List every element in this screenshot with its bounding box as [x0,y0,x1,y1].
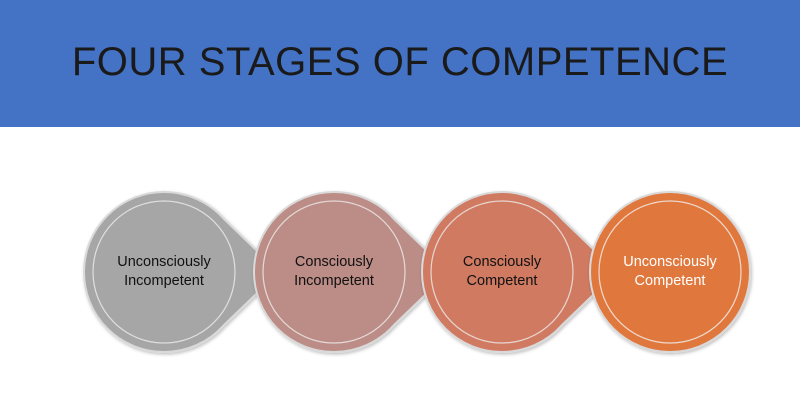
stage-3-label: Consciously Competent [432,253,572,291]
stage-2-ring [262,200,406,344]
stage-3-line2: Competent [466,273,538,289]
stage-1-label: Unconsciously Incompetent [94,253,234,291]
stage-1-ring [92,200,236,344]
stage-2-line1: Consciously [294,254,374,270]
stage-1-teardrop [83,190,281,354]
stage-2-label: Consciously Incompetent [264,253,404,291]
slide-title: FOUR STAGES OF COMPETENCE [71,40,729,84]
stage-3-ring [430,200,574,344]
stage-1-line2: Incompetent [124,273,204,289]
stage-2-shape [253,190,451,354]
stage-4-label: Unconsciously Competent [600,253,740,291]
stage-3-shape [421,190,619,354]
stage-1-shape [83,190,281,354]
stage-3-teardrop [421,190,619,354]
stage-1-line1: Unconsciously [117,254,211,270]
stage-2-teardrop [253,190,451,354]
stage-4-ring [598,200,742,344]
stage-4-shape [589,191,751,353]
stage-4-line1: Unconsciously [623,254,717,270]
stage-4-circle [589,191,751,353]
stage-2-line2: Incompetent [294,273,374,289]
title-banner: FOUR STAGES OF COMPETENCE [0,0,800,127]
stage-3-line1: Consciously [462,254,542,270]
stage-4-line2: Competent [634,273,706,289]
